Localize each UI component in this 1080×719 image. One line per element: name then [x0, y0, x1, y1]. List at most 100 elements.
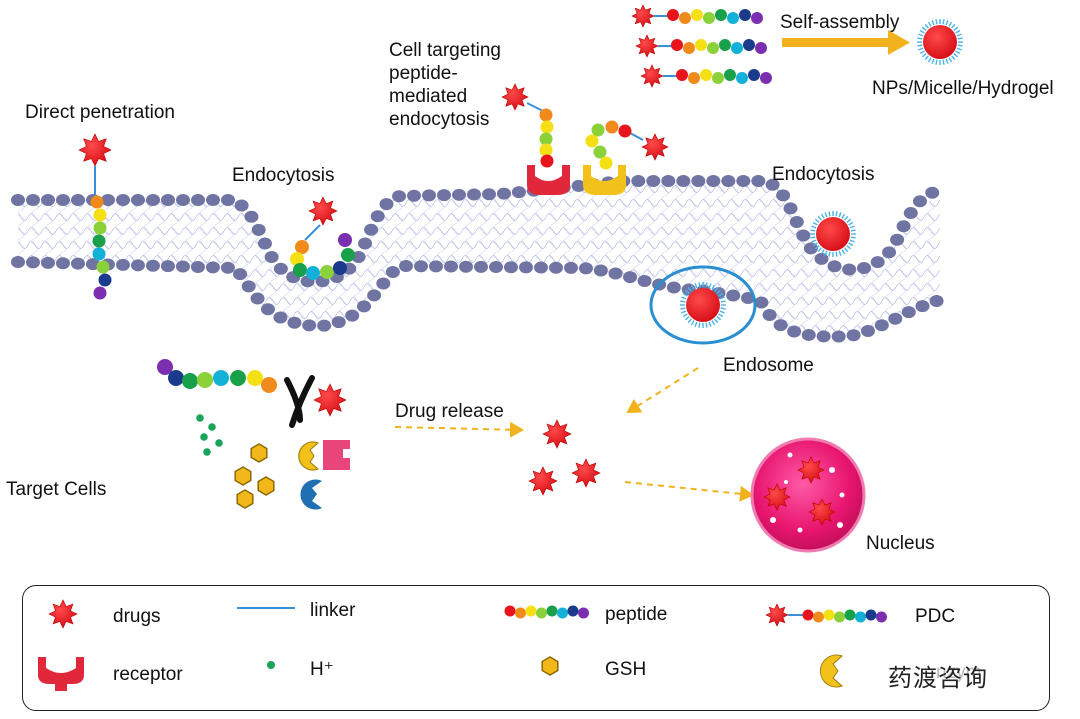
peptide-bead — [724, 69, 736, 81]
lipid-head — [473, 260, 488, 273]
peptide-bead — [695, 39, 707, 51]
micelle-shell — [814, 245, 820, 250]
lipid-head — [860, 325, 875, 338]
lipid-head — [783, 202, 798, 215]
lipid-head — [422, 189, 437, 202]
micelle-shell — [690, 320, 695, 326]
lipid-head — [762, 309, 777, 322]
lipid-head — [578, 262, 593, 275]
micelle-shell — [705, 282, 708, 288]
lipid-head — [754, 296, 769, 309]
peptide-bead — [760, 72, 772, 84]
micelle-shell — [951, 55, 956, 61]
lipid-head — [646, 175, 661, 187]
peptide-bead — [540, 154, 554, 168]
micelle-shell — [719, 296, 725, 300]
micelle-shell — [942, 19, 945, 25]
peptide-bead — [197, 372, 213, 388]
peptide-bead — [293, 263, 307, 277]
lipid-head — [385, 265, 400, 278]
gsh-hexagon — [257, 476, 275, 496]
peptide-bead — [93, 221, 107, 235]
lipid-head — [787, 325, 802, 338]
micelle-shell — [714, 286, 719, 292]
lipid-head — [358, 237, 373, 250]
micelle-shell — [824, 250, 828, 256]
lipid-head — [356, 300, 371, 313]
micelle-shell — [716, 316, 722, 321]
nucleus-drugs — [763, 456, 836, 526]
lipid-head — [264, 250, 279, 263]
micelle-shell — [708, 283, 712, 289]
peptide-bead — [667, 9, 679, 21]
lipid-head — [251, 223, 266, 236]
lipid-head — [331, 316, 346, 329]
peptide-bead — [536, 607, 547, 619]
drug-icon — [571, 458, 601, 488]
lipid-head — [130, 259, 145, 272]
micelle-shell — [811, 239, 817, 243]
peptide-bead — [341, 248, 355, 262]
micelle-shell — [682, 292, 688, 297]
lipid-head — [623, 271, 638, 284]
lipid-head — [882, 246, 897, 259]
peptide-bead — [865, 609, 877, 621]
micelle-shell — [956, 47, 962, 51]
peptide-bead — [525, 605, 537, 617]
micelle-shell — [719, 310, 725, 314]
lipid-head — [856, 262, 871, 275]
lipid-head — [571, 179, 586, 192]
micelle-shell — [841, 249, 846, 255]
label-endocytosis-left: Endocytosis — [232, 165, 335, 186]
micelle-shell — [810, 236, 816, 239]
peptide-bead — [727, 12, 739, 24]
micelle-shell — [846, 218, 852, 223]
micelle-shell — [948, 21, 953, 27]
peptide-bead — [182, 373, 198, 389]
peptide-bead — [306, 266, 320, 280]
micelle-shell — [935, 59, 938, 65]
peptide-bead — [676, 69, 688, 81]
lipid-head — [721, 175, 736, 187]
h-plus-dot — [196, 414, 204, 422]
peptide-bead — [90, 195, 104, 209]
drug-icon — [78, 133, 112, 167]
lipid-head — [302, 319, 317, 332]
pdc-targeting-red — [501, 83, 554, 168]
lipid-head — [816, 330, 831, 343]
label-drug-release: Drug release — [395, 401, 504, 422]
h-plus-dot — [215, 439, 223, 447]
peptide-bead — [813, 611, 824, 623]
peptide-bead — [834, 611, 845, 623]
micelle-shell — [714, 318, 719, 324]
lipid-head — [317, 319, 332, 332]
peptide-bead — [751, 12, 763, 24]
micelle-shell — [921, 26, 927, 31]
lipid-head — [234, 199, 249, 212]
peptide-bead — [688, 72, 700, 84]
lipid-head — [146, 194, 160, 206]
drug-icon — [313, 383, 347, 417]
micelle-shell — [951, 23, 956, 29]
lipid-head — [496, 187, 511, 200]
lipid-head — [41, 194, 55, 206]
micelle-shell — [681, 296, 687, 300]
lipid-head — [901, 306, 916, 319]
micelle-shell — [924, 55, 929, 61]
lipid-head — [776, 189, 791, 202]
micelle-shell — [811, 225, 817, 229]
enzyme-blue-pacman-icon — [300, 479, 322, 510]
lipid-head — [351, 250, 366, 263]
drug-icon — [308, 196, 338, 226]
legend-enzyme-icon — [820, 654, 843, 688]
micelle-shell — [824, 212, 828, 218]
legend-receptor-icon — [38, 657, 84, 684]
peptide-bead — [585, 134, 599, 148]
micelle-shell — [698, 282, 701, 288]
lipid-head — [846, 329, 861, 342]
receptor-yellow-membrane — [583, 165, 626, 195]
micelle-shell — [948, 57, 953, 63]
peptide-bead — [700, 69, 712, 81]
micelle-shell — [927, 57, 932, 63]
